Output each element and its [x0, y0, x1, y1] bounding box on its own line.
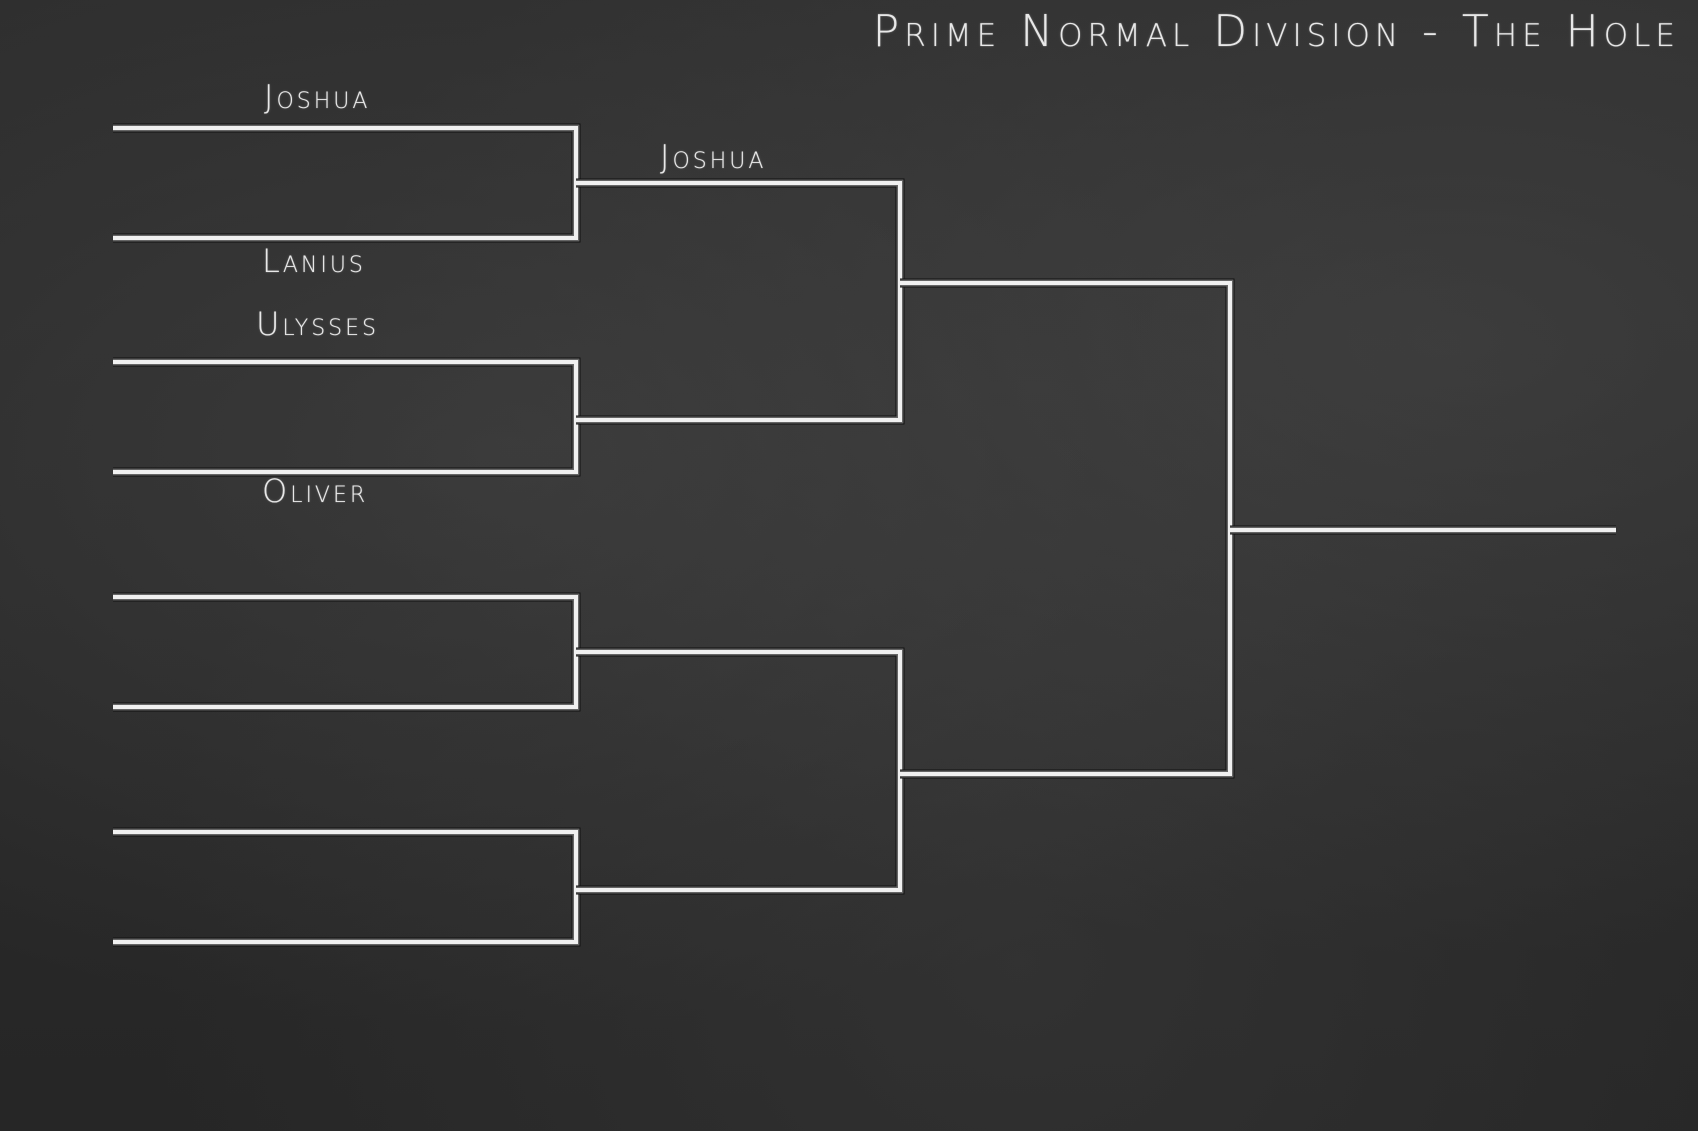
slot-r1-m1-bottom: Lanius: [262, 242, 366, 280]
match-r2-2-connector: [576, 650, 902, 892]
bracket-line-edge: [113, 358, 580, 476]
bracket-line-shadow: [113, 123, 905, 425]
match-r1-4-connector: [113, 830, 578, 944]
final-connector: [900, 281, 1232, 776]
bracket-line-shadow: [113, 827, 581, 947]
bracket-lines: [113, 123, 1616, 947]
slot-r1-m2-top: Ulysses: [256, 305, 379, 343]
match-r2-1-connector: [576, 181, 902, 422]
bracket-line-edge: [576, 648, 904, 894]
match-r1-2-connector: [113, 360, 578, 474]
bracket-line-shadow: [576, 178, 905, 425]
bracket-line-edge: [113, 124, 580, 242]
slot-r2-m1-top: Joshua: [660, 138, 767, 176]
bracket-line-edge: [900, 279, 1234, 778]
bracket-line-shadow: [113, 592, 581, 712]
bracket-title: Prime Normal Division - The Hole: [872, 6, 1680, 57]
bracket-line-shadow: [576, 647, 905, 895]
bracket-line-shadow: [900, 278, 1235, 779]
slot-r1-m2-bottom: Oliver: [262, 472, 369, 510]
match-r1-3-connector: [113, 595, 578, 709]
slot-r1-m1-top: Joshua: [264, 78, 371, 116]
bracket-line-edge: [576, 179, 904, 424]
bracket-line-edge: [113, 593, 580, 711]
bracket-line-shadow: [113, 357, 581, 477]
match-r1-1-connector: [113, 126, 578, 240]
bracket-line-edge: [113, 828, 580, 946]
